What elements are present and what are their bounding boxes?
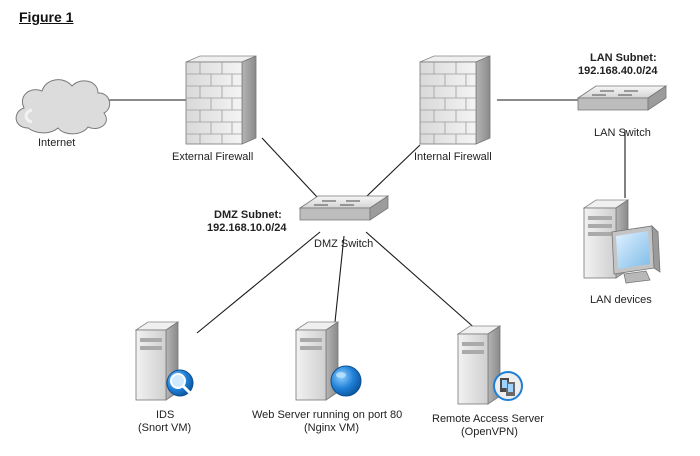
switch-icon <box>298 195 390 221</box>
dmz-switch-label: DMZ Switch <box>314 238 374 250</box>
link-dmz-switch-ids <box>196 231 321 334</box>
dmz-subnet-title: DMZ Subnet: <box>214 209 282 221</box>
link-dmz-switch-web-server <box>334 235 345 323</box>
internal-firewall-label: Internal Firewall <box>414 151 492 163</box>
cloud-icon <box>15 79 111 135</box>
ids-sublabel: (Snort VM) <box>138 422 192 434</box>
dmz-subnet-cidr: 192.168.10.0/24 <box>207 222 287 234</box>
internet-label: Internet <box>38 137 76 149</box>
figure-title: Figure 1 <box>19 9 74 25</box>
web-server-label: Web Server running on port 80 <box>252 409 403 421</box>
switch-icon <box>576 85 668 111</box>
remote-access-sublabel: (OpenVPN) <box>461 426 518 438</box>
ids-label: IDS <box>156 409 175 421</box>
lan-subnet-title: LAN Subnet: <box>590 52 657 64</box>
workstation-icon <box>582 199 661 284</box>
link-external-firewall-dmz-switch <box>261 137 319 199</box>
remote-access-label: Remote Access Server <box>432 413 544 425</box>
firewall-icon <box>419 55 491 145</box>
lan-subnet-cidr: 192.168.40.0/24 <box>578 65 658 77</box>
server-vpn-icon <box>456 325 523 405</box>
firewall-icon <box>185 55 257 145</box>
lan-devices-label: LAN devices <box>590 294 652 306</box>
web-server-sublabel: (Nginx VM) <box>304 422 360 434</box>
link-dmz-switch-remote-access <box>365 231 479 332</box>
server-globe-icon <box>294 321 362 401</box>
connection-lines <box>108 99 626 334</box>
server-magnifier-icon <box>134 321 194 401</box>
link-internal-firewall-dmz-switch <box>366 144 421 197</box>
external-firewall-label: External Firewall <box>172 151 254 163</box>
lan-switch-label: LAN Switch <box>594 127 651 139</box>
